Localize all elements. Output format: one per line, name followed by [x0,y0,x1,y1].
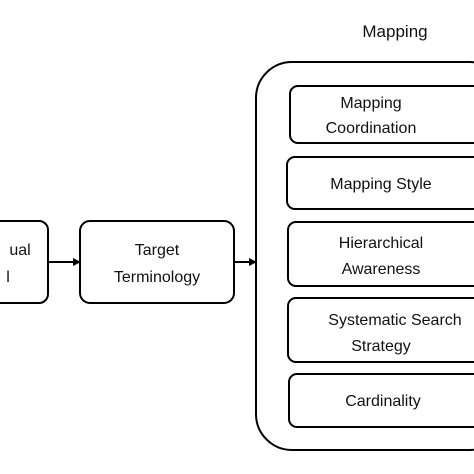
conceptual-model-node: ual l [0,220,49,304]
conceptual-model-box [0,220,49,304]
mapping-style-label: Mapping Style [330,176,431,193]
cardinality-item: Cardinality [288,373,474,428]
mapping-coordination-label-line2: Coordination [326,120,417,137]
conceptual-model-label-line2: l [6,269,10,286]
mapping-coordination-item: Mapping Coordination [289,85,474,144]
target-terminology-label-line2: Terminology [114,269,200,286]
mapping-style-box [286,156,474,210]
systematic-search-strategy-box [287,297,474,363]
mapping-coordination-box [289,85,474,144]
hierarchical-awareness-label-line1: Hierarchical [339,235,423,252]
mapping-coordination-label-line1: Mapping [340,95,401,112]
conceptual-model-label-line1: ual [9,242,30,259]
mapping-style-item: Mapping Style [286,156,474,210]
systematic-search-strategy-item: Systematic Search Strategy [287,297,474,363]
systematic-search-strategy-label-line2: Strategy [351,338,411,355]
mapping-group-title: Mapping [362,22,427,41]
hierarchical-awareness-box [287,221,474,287]
cardinality-box [288,373,474,428]
hierarchical-awareness-item: Hierarchical Awareness [287,221,474,287]
target-terminology-box [79,220,235,304]
target-terminology-label-line1: Target [135,242,180,259]
hierarchical-awareness-label-line2: Awareness [342,261,421,278]
cardinality-label: Cardinality [345,393,421,410]
target-terminology-node: Target Terminology [79,220,235,304]
systematic-search-strategy-label-line1: Systematic Search [328,312,461,329]
